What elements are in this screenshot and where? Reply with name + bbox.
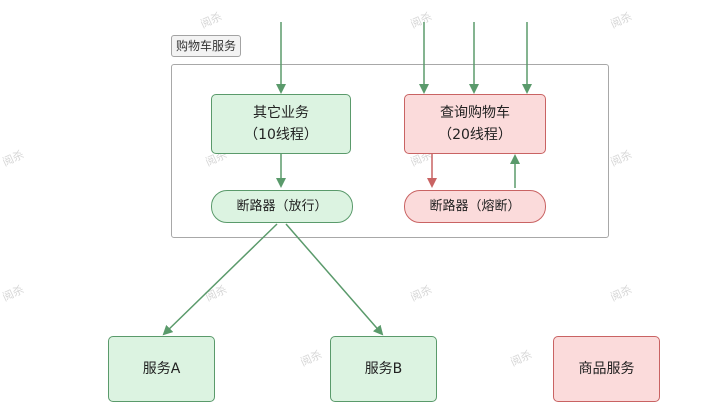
cart-service-label: 购物车服务 [171,35,242,57]
product-service-node: 商品服务 [553,336,660,402]
arrow-breaker-to-service-a [162,223,278,336]
service-b-label: 服务B [364,361,403,377]
other-business-title: 其它业务 [253,105,309,121]
query-cart-node: 查询购物车 （20线程） [404,94,546,154]
cart-service-container [171,64,609,238]
product-service-label: 商品服务 [578,361,635,377]
other-business-node: 其它业务 （10线程） [211,94,351,154]
service-b-node: 服务B [330,336,437,402]
service-a-node: 服务A [108,336,215,402]
breaker-open-node: 断路器（放行） [211,190,353,223]
other-business-threads: （10线程） [244,127,318,143]
breaker-fuse-node: 断路器（熔断） [404,190,546,223]
breaker-fuse-label: 断路器（熔断） [429,198,521,214]
query-cart-threads: （20线程） [438,127,512,143]
service-a-label: 服务A [142,361,181,377]
breaker-open-label: 断路器（放行） [236,198,328,214]
arrow-breaker-to-service-b [285,223,384,336]
query-cart-title: 查询购物车 [440,105,510,121]
